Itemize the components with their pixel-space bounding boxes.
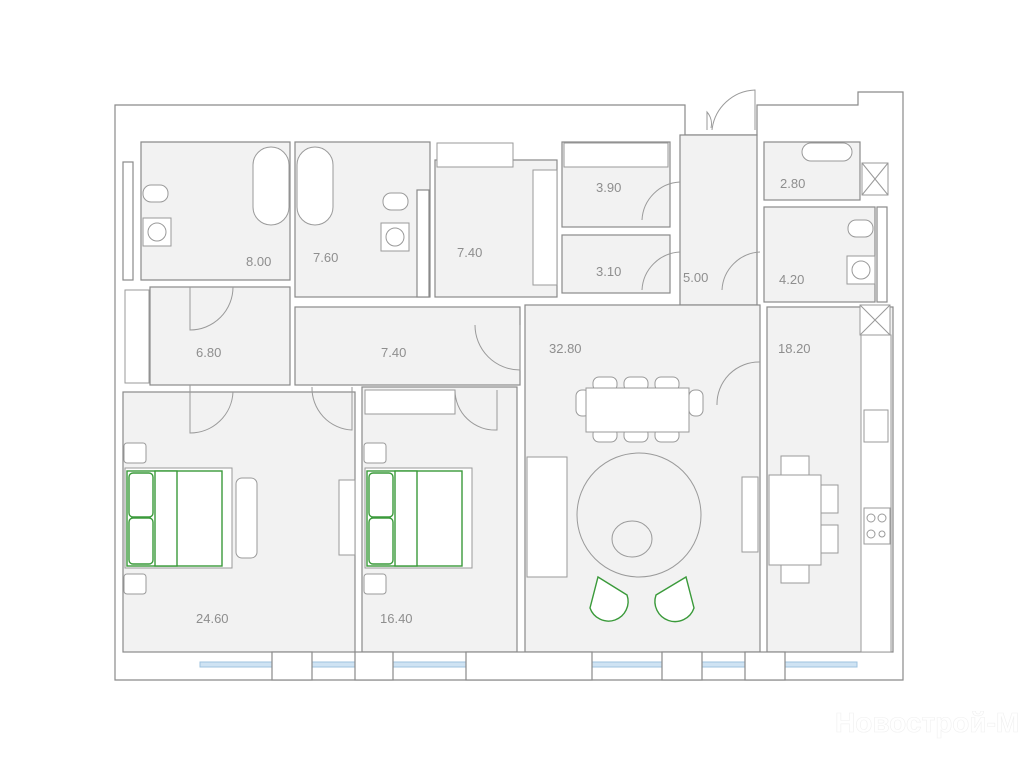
wall-column	[876, 206, 888, 303]
room-storage-2	[561, 234, 671, 294]
wardrobes	[124, 142, 669, 415]
area-label-bathroom-1: 8.00	[246, 254, 271, 269]
room-entrance-hall	[679, 134, 758, 306]
area-label-storage-2: 3.10	[596, 264, 621, 279]
toilets	[142, 184, 874, 238]
armchair	[654, 575, 695, 623]
sinks	[142, 217, 876, 285]
area-label-storage-1: 3.90	[596, 180, 621, 195]
cooktop	[863, 507, 891, 545]
wall-column	[416, 189, 430, 298]
rooms	[122, 134, 894, 653]
sofa	[526, 456, 568, 578]
wall-column	[122, 161, 134, 281]
armchair	[589, 575, 629, 622]
area-label-dressing-room: 7.40	[457, 245, 482, 260]
dining-table	[575, 376, 704, 443]
area-label-entrance-hall: 5.00	[683, 270, 708, 285]
area-label-laundry: 2.80	[780, 176, 805, 191]
area-label-bedroom: 16.40	[380, 611, 413, 626]
ventilation-shafts	[859, 162, 891, 336]
room-corridor-2	[294, 306, 521, 386]
bed-bedroom	[364, 467, 473, 569]
area-label-master-bedroom: 24.60	[196, 611, 229, 626]
kitchen-table	[768, 455, 839, 584]
area-label-corridor-1: 6.80	[196, 345, 221, 360]
nightstand	[123, 573, 147, 595]
nightstand	[363, 573, 387, 595]
area-label-kitchen: 18.20	[778, 341, 811, 356]
area-label-living-room: 32.80	[549, 341, 582, 356]
bench	[235, 477, 258, 559]
tv-unit	[338, 479, 356, 556]
bathtubs	[252, 146, 334, 226]
windows	[199, 661, 858, 668]
kitchen-sink	[863, 409, 889, 443]
watermark: Новострой-М	[835, 707, 1019, 738]
nightstand	[123, 442, 147, 464]
area-label-guest-bathroom: 4.20	[779, 272, 804, 287]
tv-unit	[741, 476, 759, 553]
wall-piers	[271, 651, 786, 681]
doors	[189, 89, 761, 434]
area-label-corridor-2: 7.40	[381, 345, 406, 360]
kitchen-counter	[860, 334, 892, 653]
room-corridor-1	[149, 286, 291, 386]
area-labels: 8.00 7.60 7.40 3.90 3.10 5.00 2.80 4.20 …	[196, 176, 811, 626]
rug	[576, 452, 702, 578]
nightstand	[363, 442, 387, 464]
bed-master	[124, 467, 233, 569]
washing-machine	[801, 142, 853, 162]
coffee-table	[611, 520, 653, 558]
area-label-bathroom-2: 7.60	[313, 250, 338, 265]
